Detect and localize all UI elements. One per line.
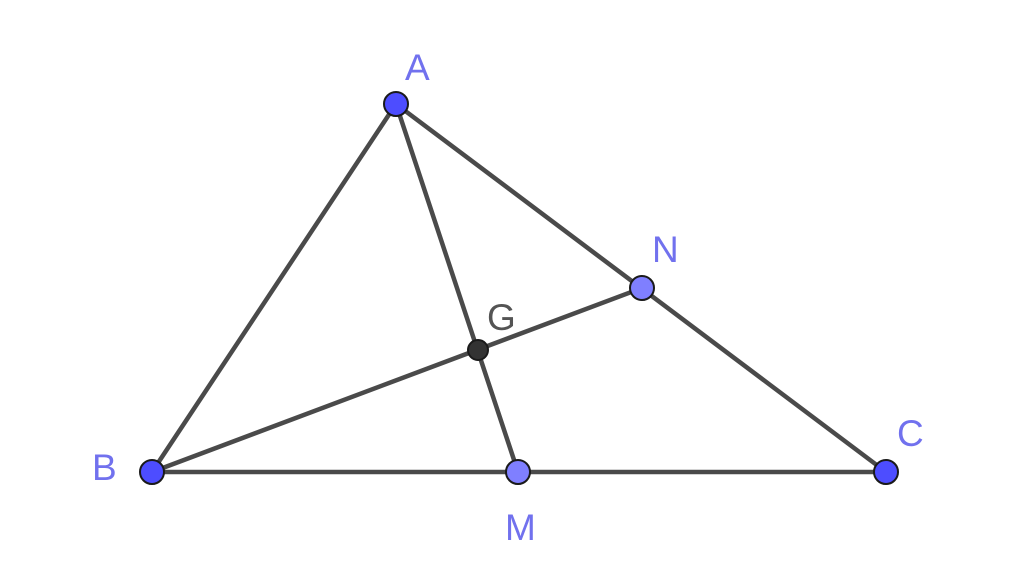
point-G xyxy=(467,339,489,361)
label-N: N xyxy=(652,229,679,270)
label-B: B xyxy=(92,447,117,488)
point-A xyxy=(383,91,409,117)
point-C xyxy=(873,459,899,485)
median-BN xyxy=(149,285,645,475)
point-M xyxy=(505,459,531,485)
median-AM xyxy=(393,101,521,475)
label-C: C xyxy=(897,413,924,454)
label-G: G xyxy=(487,297,516,338)
label-M: M xyxy=(505,507,536,548)
point-B xyxy=(139,459,165,485)
segment-AB xyxy=(149,101,399,475)
label-A: A xyxy=(405,47,430,88)
point-N xyxy=(629,275,655,301)
